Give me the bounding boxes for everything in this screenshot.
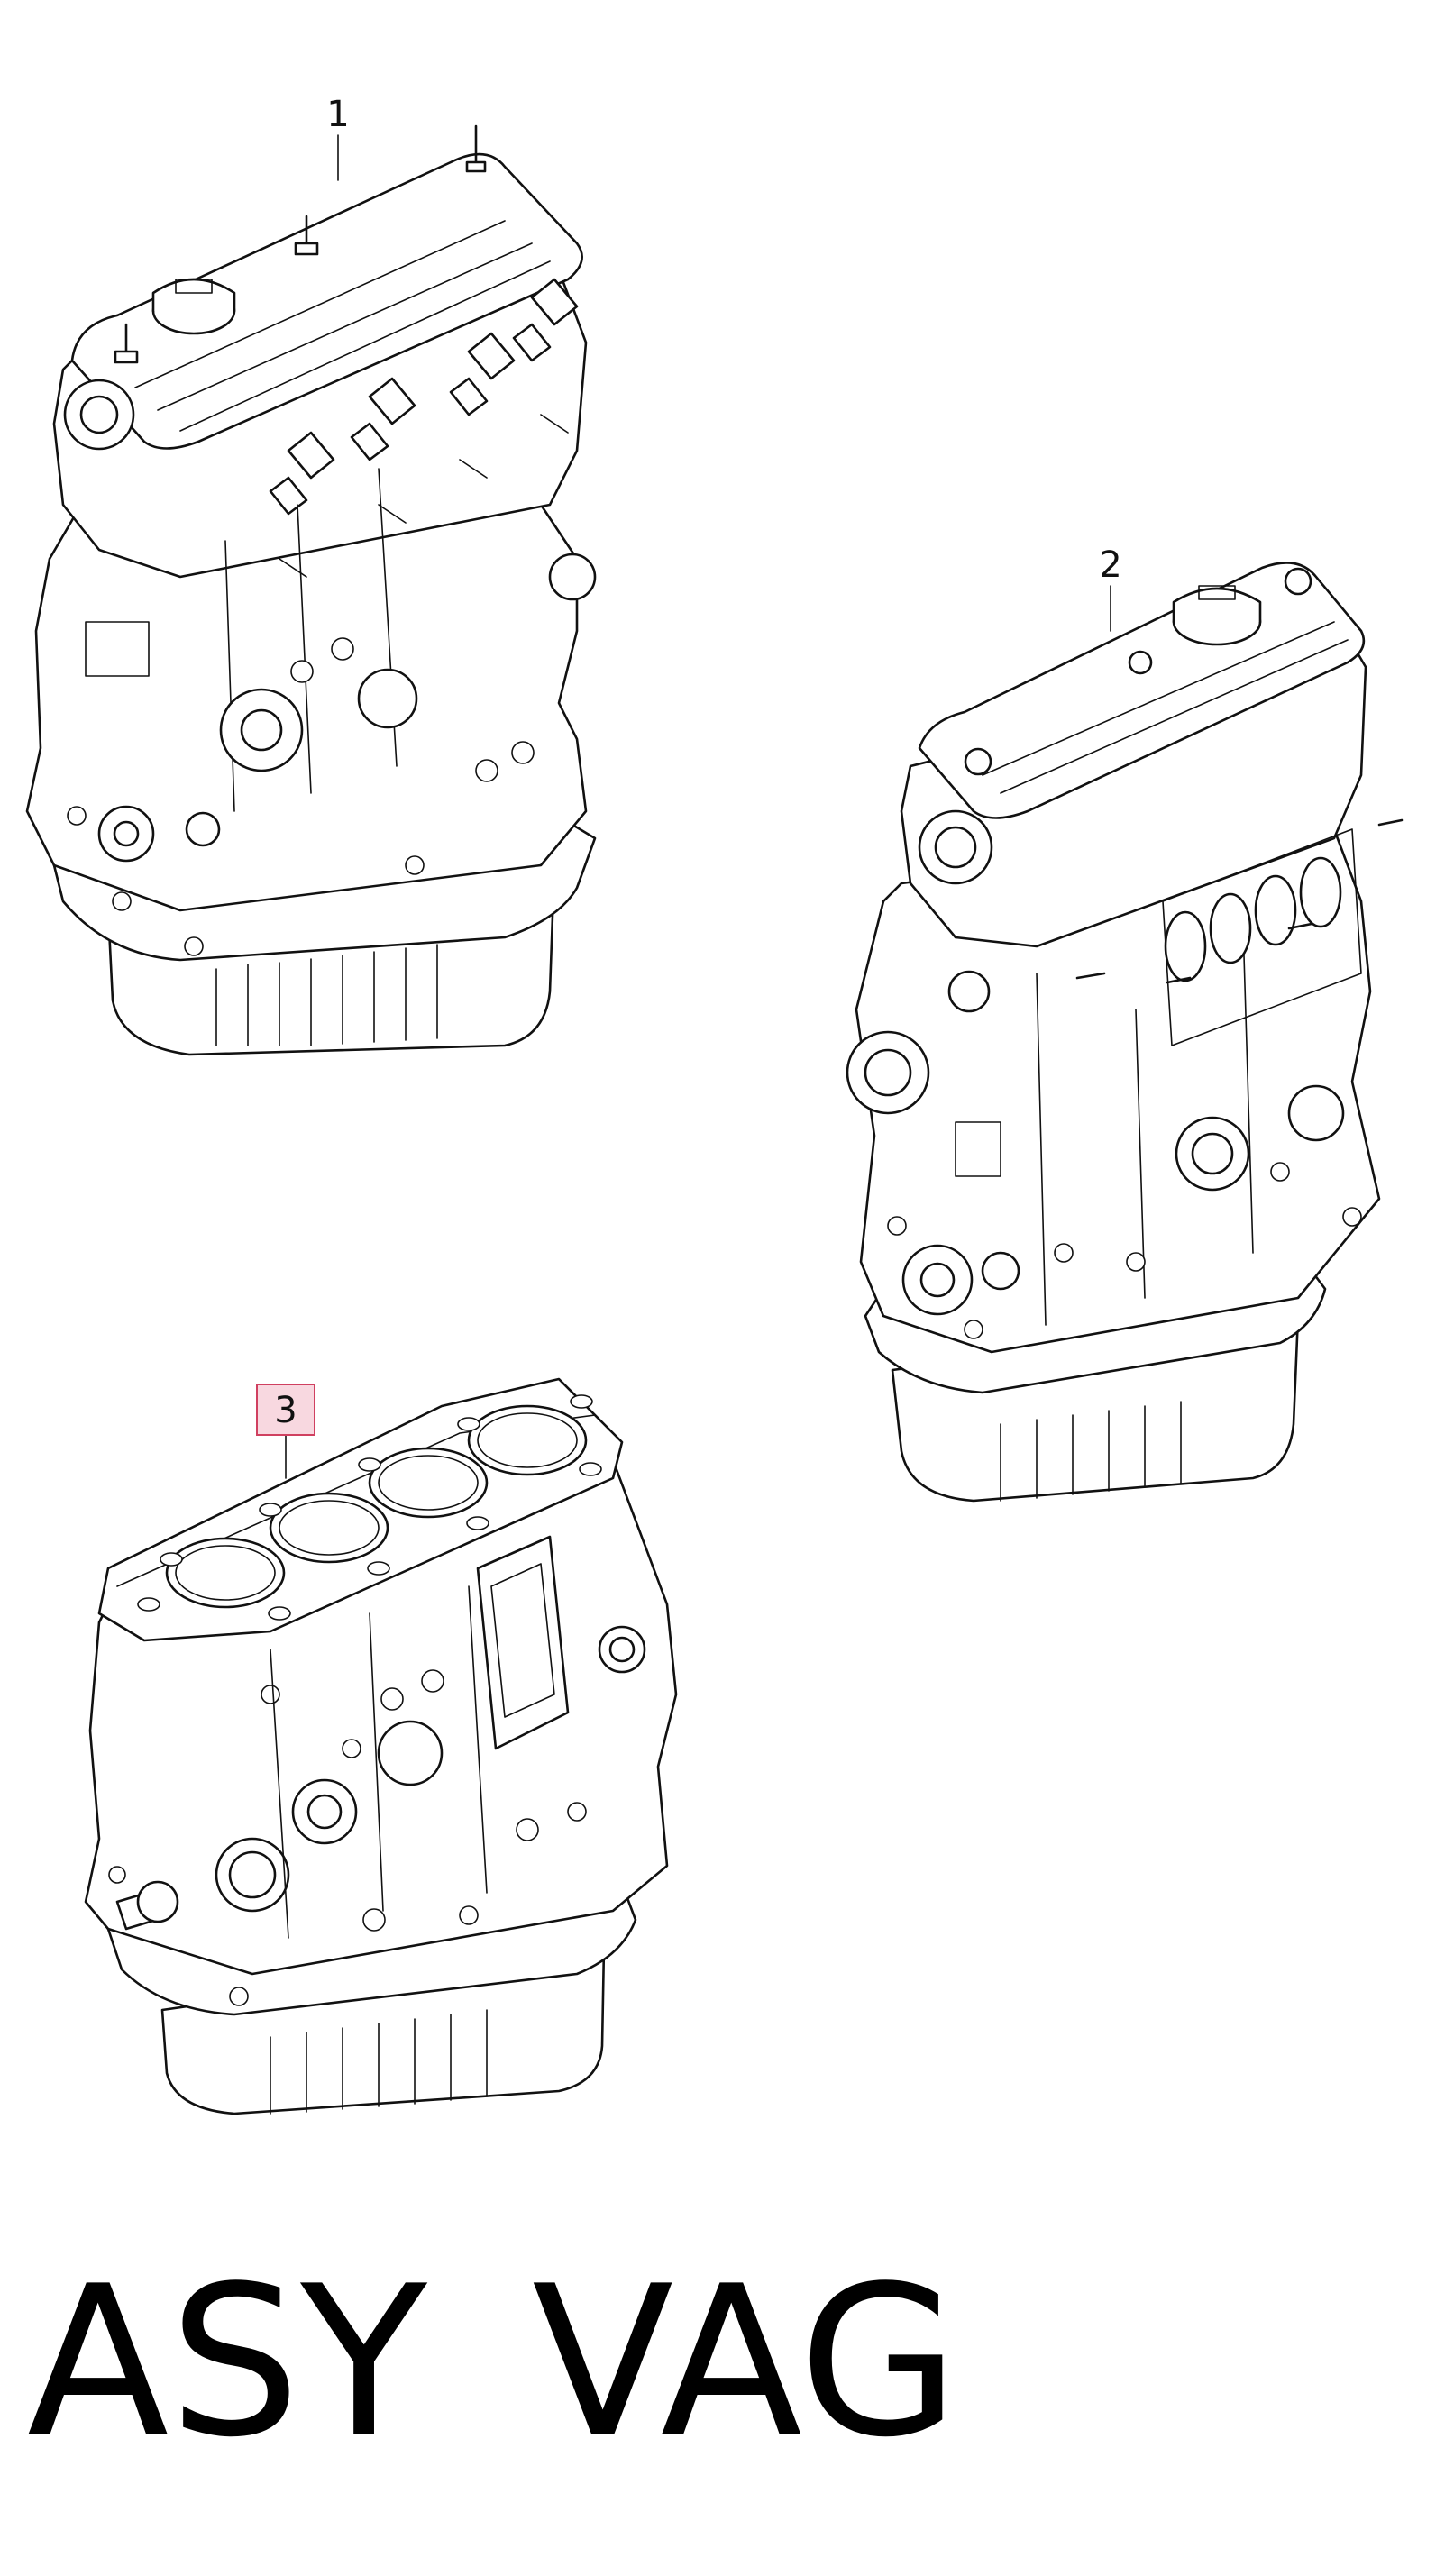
footer-asy-text: ASY — [27, 2243, 427, 2483]
short-block-3[interactable] — [84, 1377, 678, 2115]
callout-2-label: 2 — [1099, 544, 1121, 586]
callout-3-label: 3 — [274, 1390, 297, 1431]
callout-3-highlight — [256, 1384, 315, 1436]
engine-assembly-2[interactable] — [846, 562, 1404, 1503]
callout-1-label: 1 — [326, 94, 349, 135]
footer-vag-text: VAG — [532, 2243, 959, 2483]
engine-assembly-1[interactable] — [25, 124, 597, 1056]
